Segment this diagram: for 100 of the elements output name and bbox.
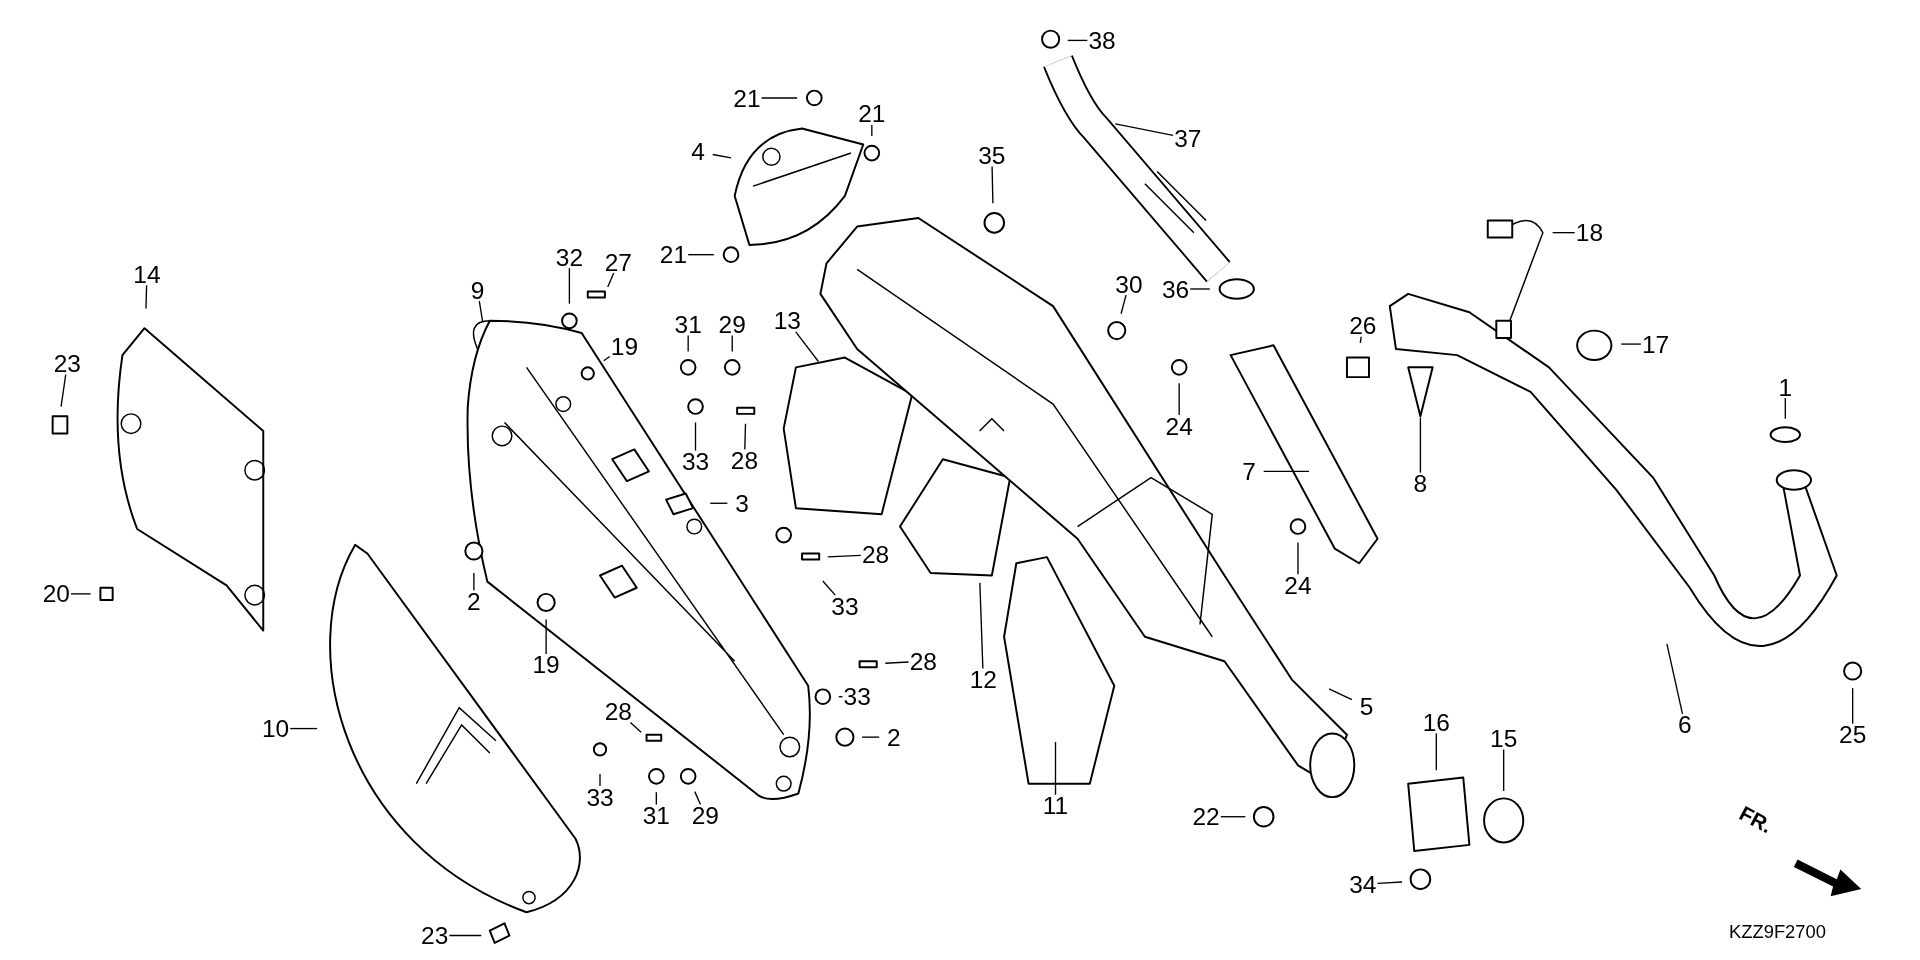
leader-line (822, 580, 836, 596)
callout-number: 23 (418, 923, 451, 948)
callout-number: 1 (1769, 374, 1802, 400)
callout-number: 19 (530, 652, 563, 678)
callout-number: 18 (1573, 220, 1606, 245)
callout-number: 31 (640, 803, 673, 828)
callout-number: 28 (728, 448, 761, 473)
part-code: KZZ9F2700 (1729, 920, 1826, 942)
callout-number: 16 (1420, 710, 1453, 735)
callout-number: 27 (602, 249, 635, 275)
callout-number: 34 (1346, 871, 1379, 897)
callout-number: 12 (967, 667, 1000, 692)
leader-line (60, 374, 67, 408)
leader-line (979, 582, 984, 670)
callout-number: 33 (679, 449, 712, 474)
callout-number: 24 (1282, 573, 1314, 598)
callout-number: 5 (1350, 694, 1383, 719)
leader-line (478, 300, 484, 322)
callout-number: 33 (584, 784, 616, 810)
callout-number: 4 (682, 139, 714, 165)
callout-number: 8 (1404, 471, 1437, 496)
callout-number: 10 (259, 716, 292, 741)
leader-line (568, 267, 571, 305)
leader-line (1666, 643, 1684, 715)
callout-number: 15 (1487, 726, 1520, 751)
leader-line (1114, 123, 1174, 137)
callout-number: 29 (716, 312, 749, 337)
leader-line (70, 593, 92, 595)
leader-line (1054, 741, 1057, 796)
callout-number: 21 (731, 85, 763, 111)
leader-line (1120, 294, 1127, 315)
callout-number: 32 (553, 244, 586, 270)
callout-number: 13 (771, 308, 804, 334)
leader-line (289, 727, 318, 730)
callout-number: 26 (1346, 313, 1379, 338)
leader-line (655, 791, 657, 806)
leader-line (1435, 732, 1437, 771)
callout-number: 31 (672, 312, 705, 337)
front-direction-label: FR. (1735, 801, 1777, 840)
callout-number: 25 (1836, 722, 1869, 747)
leader-line (884, 661, 910, 664)
leader-line (1784, 397, 1786, 420)
leader-line (448, 934, 482, 937)
callout-number: 17 (1639, 331, 1672, 357)
leader-line (1328, 688, 1353, 701)
callout-number: 7 (1233, 459, 1265, 484)
leader-line (711, 153, 732, 159)
callout-number: 2 (877, 724, 910, 750)
leader-line (1263, 470, 1310, 473)
callout-number: 38 (1086, 28, 1118, 53)
callout-number: 24 (1163, 413, 1196, 439)
callout-number: 36 (1159, 276, 1192, 302)
callout-number: 6 (1669, 712, 1701, 738)
leader-line (694, 790, 702, 806)
callout-number: 21 (855, 101, 888, 127)
callout-number: 21 (657, 242, 690, 267)
leader-line (760, 97, 798, 99)
leader-line (545, 618, 547, 655)
leader-line (1359, 336, 1362, 344)
callout-number: 29 (689, 803, 722, 828)
leader-line (694, 421, 697, 452)
callout-number: 33 (829, 593, 861, 619)
callout-number: 30 (1113, 271, 1145, 297)
callout-number: 20 (40, 581, 73, 607)
callout-number: 37 (1171, 126, 1204, 151)
leader-line (991, 165, 994, 204)
callout-number: 28 (859, 542, 892, 567)
callout-number: 33 (841, 684, 874, 709)
leader-line (1620, 343, 1642, 345)
leader-line (687, 334, 689, 353)
leader-line (1503, 748, 1505, 792)
callout-number: 28 (907, 649, 940, 674)
leader-line (1220, 816, 1246, 818)
leader-line (145, 284, 148, 310)
leader-line (827, 554, 862, 558)
callout-number: 2 (457, 589, 490, 614)
leader-line (602, 355, 611, 362)
callout-number: 28 (602, 699, 635, 724)
leader-line (731, 334, 733, 353)
leader-line (861, 736, 880, 738)
leader-line (1297, 541, 1299, 575)
callout-number: 19 (608, 334, 641, 359)
leader-line (1376, 881, 1403, 884)
leader-line (1851, 687, 1854, 725)
leader-line (871, 124, 873, 137)
callout-number: 9 (461, 277, 494, 303)
leader-line (687, 254, 715, 256)
callout-number: 11 (1039, 793, 1072, 818)
leader-line (838, 696, 844, 698)
leader-line (1551, 231, 1576, 234)
callout-number: 14 (131, 262, 163, 287)
callout-number: 22 (1190, 804, 1223, 829)
leader-line (744, 423, 747, 451)
callout-number: 35 (975, 143, 1008, 168)
leader-line (709, 502, 729, 504)
leader-line (473, 572, 475, 591)
leader-line (1067, 39, 1089, 42)
leader-line (599, 773, 601, 787)
leader-line (607, 272, 615, 288)
callout-number: 23 (51, 351, 84, 376)
